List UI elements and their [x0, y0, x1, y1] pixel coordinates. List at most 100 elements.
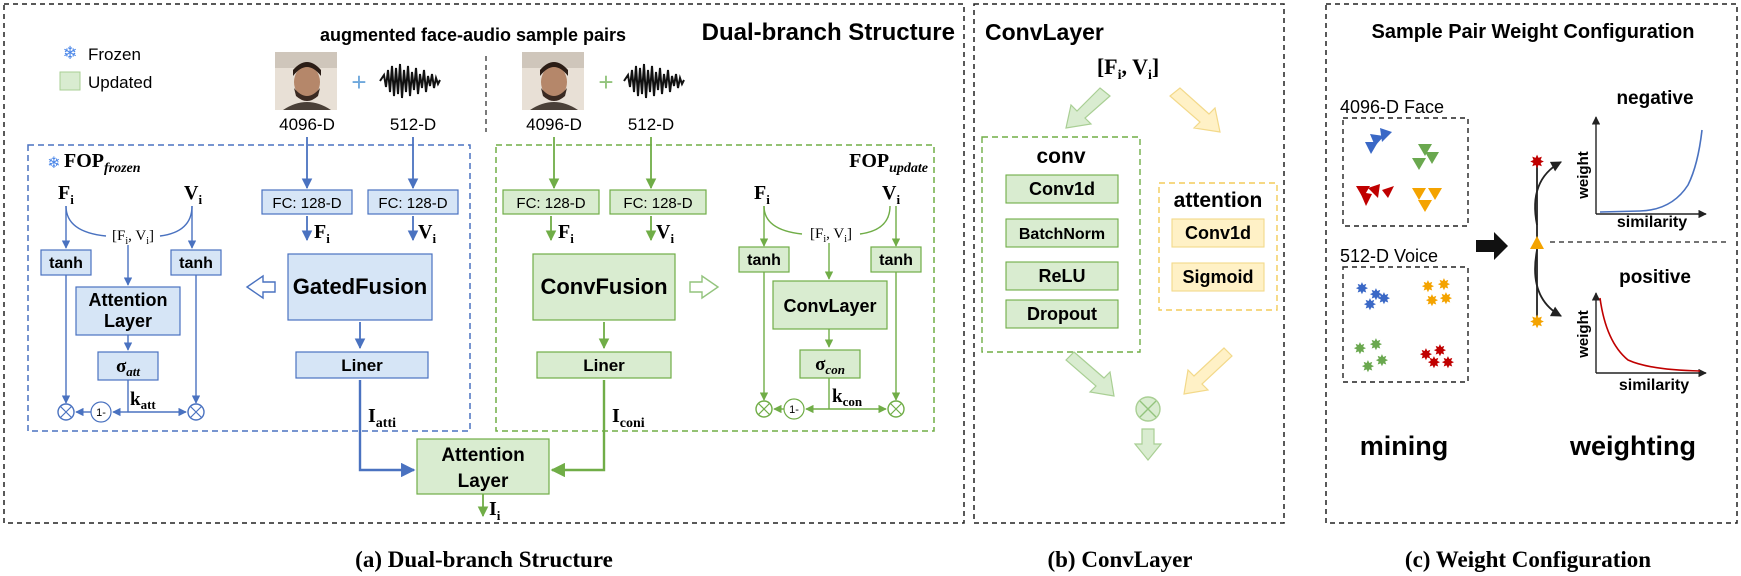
liner-label: Liner [583, 356, 625, 375]
svg-text:✸: ✸ [1369, 287, 1382, 304]
conv-fusion-label: ConvFusion [540, 274, 667, 299]
fc-box-update-face [502, 189, 600, 215]
axis-weight-label: weight [1575, 310, 1592, 359]
i-coni-label: Iconi [612, 405, 645, 431]
caption-b: (b) ConvLayer [1047, 547, 1192, 572]
i-atti-label: Iatti [368, 405, 396, 431]
attention-layer-label: Attention [89, 290, 168, 310]
convlayer-box [772, 280, 888, 330]
negative-curve [1599, 129, 1703, 213]
red-star-icon: ✸ [1529, 152, 1544, 172]
svg-text:✸: ✸ [1353, 341, 1366, 358]
waveform-left [379, 63, 441, 99]
orange-anchor-icon [1530, 236, 1544, 249]
positive-curve [1599, 297, 1701, 372]
conv-item-label: BatchNorm [1019, 226, 1105, 243]
face-cluster-box [1342, 117, 1469, 227]
svg-text:✸: ✸ [1437, 277, 1450, 294]
legend-frozen-label: Frozen [88, 45, 141, 64]
svg-text:✸: ✸ [1375, 353, 1388, 370]
conv-item-label: Dropout [1027, 304, 1097, 324]
axis-similarity-label: similarity [1617, 214, 1687, 231]
panel-b-frame [973, 3, 1285, 524]
v-i-label: Vi [184, 182, 202, 207]
f-i-label: Fi [314, 221, 330, 246]
legend-updated-swatch [59, 71, 81, 91]
face-cluster-blue [1365, 128, 1392, 154]
hollow-arrow-right [689, 274, 720, 300]
conv-item-box [1005, 174, 1119, 204]
i-i-label: Ii [489, 498, 501, 523]
one-minus-label: 1- [789, 404, 799, 416]
dim-voice-left: 512-D [390, 115, 436, 134]
conv-group-title: conv [1036, 145, 1085, 168]
sigma-con-box [799, 349, 861, 379]
face-cluster-green [1412, 144, 1439, 170]
snowflake-icon: ❄ [47, 155, 60, 172]
face-label: 4096-D Face [1340, 97, 1444, 117]
voice-cluster-orange: ✸✸✸✸ [1421, 277, 1452, 310]
face-image-right [522, 52, 584, 110]
hollow-arrow-to-conv [1065, 87, 1111, 129]
fop-frozen-region [27, 144, 471, 432]
axis-weight-label: weight [1575, 151, 1592, 200]
conv-item-box [1005, 218, 1119, 248]
f-i-label: Fi [754, 182, 770, 207]
attention-item-box [1171, 218, 1265, 248]
face-cluster-orange [1412, 188, 1442, 212]
gated-fusion-box [287, 253, 433, 321]
big-arrow-right [1476, 232, 1508, 260]
svg-text:✸: ✸ [1425, 293, 1438, 310]
legend-frozen-swatch [60, 44, 80, 62]
concat-label-b: [Fi, Vi] [1097, 54, 1159, 83]
dim-face-left: 4096-D [279, 115, 335, 134]
hollow-arrow-attention-to-product [1183, 347, 1233, 395]
attention-layer-final [416, 438, 550, 495]
positive-label: positive [1619, 267, 1691, 288]
k-att-label: katt [130, 389, 156, 412]
legend-updated-label: Updated [88, 73, 152, 92]
voice-label: 512-D Voice [1340, 246, 1438, 266]
k-con-label: kcon [832, 386, 863, 409]
fc-box-update-voice [609, 189, 707, 215]
caption-c: (c) Weight Configuration [1405, 547, 1651, 572]
concat-label: [Fi, Vi] [112, 228, 154, 247]
attention-group [1158, 182, 1278, 311]
voice-cluster-green: ✸✸✸✸ [1353, 337, 1388, 376]
fop-update-label: FOPupdate [849, 150, 928, 176]
concat-label: [Fi, Vi] [810, 226, 852, 245]
attention-item-label: Conv1d [1185, 223, 1251, 243]
attention-layer-label: Layer [104, 311, 152, 331]
tanh-label: tanh [49, 255, 83, 272]
svg-text:✸: ✸ [1427, 355, 1440, 372]
caption-a: (a) Dual-branch Structure [355, 547, 613, 572]
panel-a-title: Dual-branch Structure [702, 19, 955, 46]
svg-text:✸: ✸ [1355, 281, 1368, 298]
snowflake-icon: ❄ [62, 43, 77, 63]
plus-icon: + [598, 67, 613, 97]
conv-fusion-box [532, 253, 676, 321]
voice-cluster-blue: ✸✸✸✸ [1355, 281, 1390, 314]
fc-label: FC: 128-D [378, 195, 447, 212]
orange-star-icon: ✸ [1529, 312, 1544, 332]
plus-icon: + [351, 67, 366, 97]
fc-label: FC: 128-D [623, 195, 692, 212]
voice-cluster-red: ✸✸✸✸ [1419, 343, 1454, 372]
tanh-label: tanh [747, 252, 781, 269]
hollow-arrow-to-attention [1169, 87, 1221, 133]
dim-face-right: 4096-D [526, 115, 582, 134]
conv-group [981, 136, 1141, 353]
fc-box-frozen-voice [367, 189, 459, 215]
face-cluster-red [1356, 184, 1394, 206]
panel-c-title: Sample Pair Weight Configuration [1372, 21, 1695, 43]
fc-label: FC: 128-D [272, 195, 341, 212]
input-title: augmented face-audio sample pairs [320, 25, 626, 45]
svg-text:✸: ✸ [1421, 279, 1434, 296]
mining-label: mining [1360, 431, 1449, 461]
hollow-arrow-left [245, 274, 276, 300]
v-i-label: Vi [418, 221, 436, 246]
tanh-box-update-left [738, 246, 790, 273]
hollow-arrow-conv-to-product [1065, 351, 1115, 397]
voice-cluster-box [1342, 266, 1469, 383]
